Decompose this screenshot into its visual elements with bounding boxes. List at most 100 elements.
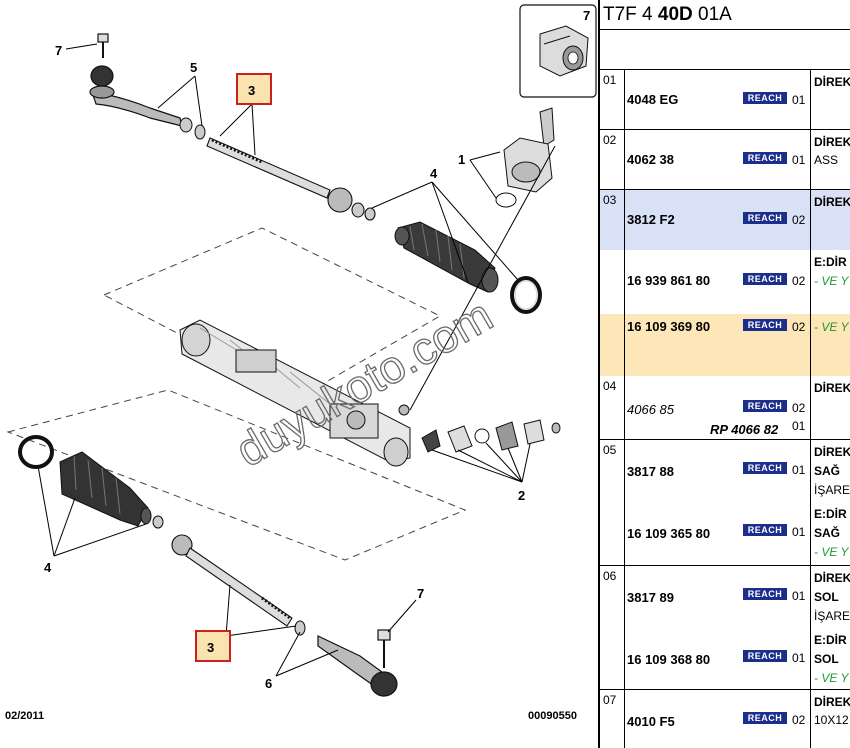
part-quantity: 01 xyxy=(792,525,806,539)
part-group-06: 06 3817 89 REACH 01 DİREK SOL İŞARE 16 1… xyxy=(600,566,850,690)
group-number: 03 xyxy=(603,193,617,207)
group-number: 04 xyxy=(603,379,617,393)
upper-nut-washer xyxy=(179,117,206,140)
callout-4-lower: 4 xyxy=(44,560,52,575)
reach-badge: REACH xyxy=(743,152,787,164)
part-description: DİREK xyxy=(814,135,850,149)
part-description: DİREK xyxy=(814,571,850,585)
part-quantity: 02 xyxy=(792,401,806,415)
part-reference[interactable]: 16 109 368 80 xyxy=(627,652,711,667)
reach-badge: REACH xyxy=(743,524,787,536)
part-row-highlighted[interactable]: 16 109 369 80 REACH 02 - VE Y xyxy=(600,314,850,376)
part-reference[interactable]: 4010 F5 xyxy=(627,714,675,729)
part-quantity: 01 xyxy=(792,93,806,107)
reach-badge: REACH xyxy=(743,400,787,412)
callout-7-top: 7 xyxy=(55,43,62,58)
part-reference[interactable]: 3817 89 xyxy=(627,590,674,605)
callout-5: 5 xyxy=(190,60,197,75)
part-quantity: 01 xyxy=(792,153,806,167)
part-note: - VE Y xyxy=(814,671,849,685)
pinion-housing xyxy=(495,107,555,208)
lower-inner-tie-rod xyxy=(171,534,293,627)
part-row[interactable]: 4010 F5 REACH 02 DİREK 10X12 xyxy=(600,690,850,748)
part-description: DİREK xyxy=(814,75,850,89)
callout-1: 1 xyxy=(458,152,465,167)
part-description: E:DİR xyxy=(814,633,847,647)
group-number: 02 xyxy=(603,133,617,147)
part-group-02: 02 4062 38 REACH 01 DİREK ASS xyxy=(600,130,850,190)
part-row[interactable]: 3817 88 REACH 01 DİREK SAĞ İŞARE xyxy=(600,440,850,502)
lower-dashed-outline xyxy=(6,389,467,561)
upper-boot-clamp xyxy=(510,276,542,314)
part-row[interactable]: 16 109 365 80 REACH 01 E:DİR SAĞ - VE Y xyxy=(600,502,850,566)
part-reference[interactable]: 3817 88 xyxy=(627,464,674,479)
part-quantity: 02 xyxy=(792,213,806,227)
reach-badge: REACH xyxy=(743,712,787,724)
part-group-05: 05 3817 88 REACH 01 DİREK SAĞ İŞARE 16 1… xyxy=(600,440,850,566)
part-row[interactable]: 4062 38 REACH 01 DİREK ASS xyxy=(600,130,850,190)
reach-badge: REACH xyxy=(743,273,787,285)
callout-4-upper: 4 xyxy=(430,166,438,181)
part-description: E:DİR xyxy=(814,255,847,269)
part-description: DİREK xyxy=(814,381,850,395)
group-number: 05 xyxy=(603,443,617,457)
diagram-code: 00090550 xyxy=(528,710,577,722)
part-description-line2: SOL xyxy=(814,590,839,604)
part-reference[interactable]: 4066 85 xyxy=(627,402,674,417)
part-quantity: 01 xyxy=(792,651,806,665)
part-group-07: 07 4010 F5 REACH 02 DİREK 10X12 xyxy=(600,690,850,748)
group-number: 01 xyxy=(603,73,617,87)
part-reference[interactable]: 4048 EG xyxy=(627,92,679,107)
lower-tie-rod-end xyxy=(317,629,398,697)
group-number: 07 xyxy=(603,693,617,707)
part-row-highlighted[interactable]: 03 3812 F2 REACH 02 DİREK xyxy=(600,190,850,250)
inset-label-7: 7 xyxy=(583,8,590,23)
rack-pusher-kit xyxy=(421,419,561,453)
part-description-line3: İŞARE xyxy=(814,483,850,497)
reach-badge: REACH xyxy=(743,92,787,104)
group-number: 06 xyxy=(603,569,617,583)
part-description-line2: ASS xyxy=(814,153,839,167)
part-quantity: 02 xyxy=(792,713,806,727)
part-row[interactable]: 4066 85 REACH 02 RP 4066 82 01 DİREK xyxy=(600,376,850,440)
reach-badge: REACH xyxy=(743,212,787,224)
part-note: - VE Y xyxy=(814,320,849,334)
part-group-01: 01 4048 EG REACH 01 DİREK xyxy=(600,70,850,130)
header-empty-row xyxy=(600,30,850,70)
replacement-reference[interactable]: RP 4066 82 xyxy=(710,422,779,437)
page-title: T7F 4 40D 01A xyxy=(600,0,850,30)
part-reference[interactable]: 16 939 861 80 xyxy=(627,273,711,288)
reach-badge: REACH xyxy=(743,650,787,662)
part-reference[interactable]: 16 109 369 80 xyxy=(627,319,711,334)
replacement-quantity: 01 xyxy=(792,419,806,433)
upper-boot xyxy=(394,221,499,293)
part-reference[interactable]: 16 109 365 80 xyxy=(627,526,711,541)
part-description-line2: SOL xyxy=(814,652,839,666)
lower-boot-clamp xyxy=(18,435,54,469)
part-row[interactable]: 16 939 861 80 REACH 02 E:DİR - VE Y xyxy=(600,250,850,314)
part-description: DİREK xyxy=(814,445,850,459)
callout-6: 6 xyxy=(265,676,272,691)
part-note: - VE Y xyxy=(814,545,849,559)
part-description-line3: İŞARE xyxy=(814,609,850,623)
rack-housing xyxy=(179,319,411,467)
part-description-line2: SAĞ xyxy=(814,464,841,478)
part-reference[interactable]: 3812 F2 xyxy=(627,212,675,227)
part-quantity: 01 xyxy=(792,589,806,603)
part-note: - VE Y xyxy=(814,274,849,288)
callout-box-3-lower xyxy=(195,630,231,662)
callout-3-lower: 3 xyxy=(207,640,214,655)
reach-badge: REACH xyxy=(743,588,787,600)
steering-rack-exploded-diagram: 7 5 3 1 4 2 4 7 3 6 7 duyukoto.com 02/20… xyxy=(5,4,597,722)
column-divider-number xyxy=(624,70,625,748)
part-description: DİREK xyxy=(814,195,850,209)
part-row[interactable]: 16 109 368 80 REACH 01 E:DİR SOL - VE Y xyxy=(600,628,850,690)
part-group-03: 03 3812 F2 REACH 02 DİREK 16 939 861 80 … xyxy=(600,190,850,376)
callout-3-upper: 3 xyxy=(248,83,255,98)
part-reference[interactable]: 4062 38 xyxy=(627,152,674,167)
leader-lines xyxy=(37,43,556,677)
part-row[interactable]: 3817 89 REACH 01 DİREK SOL İŞARE xyxy=(600,566,850,628)
diagram-date: 02/2011 xyxy=(5,710,44,722)
part-description: E:DİR xyxy=(814,507,847,521)
part-row[interactable]: 4048 EG REACH 01 DİREK xyxy=(600,70,850,130)
